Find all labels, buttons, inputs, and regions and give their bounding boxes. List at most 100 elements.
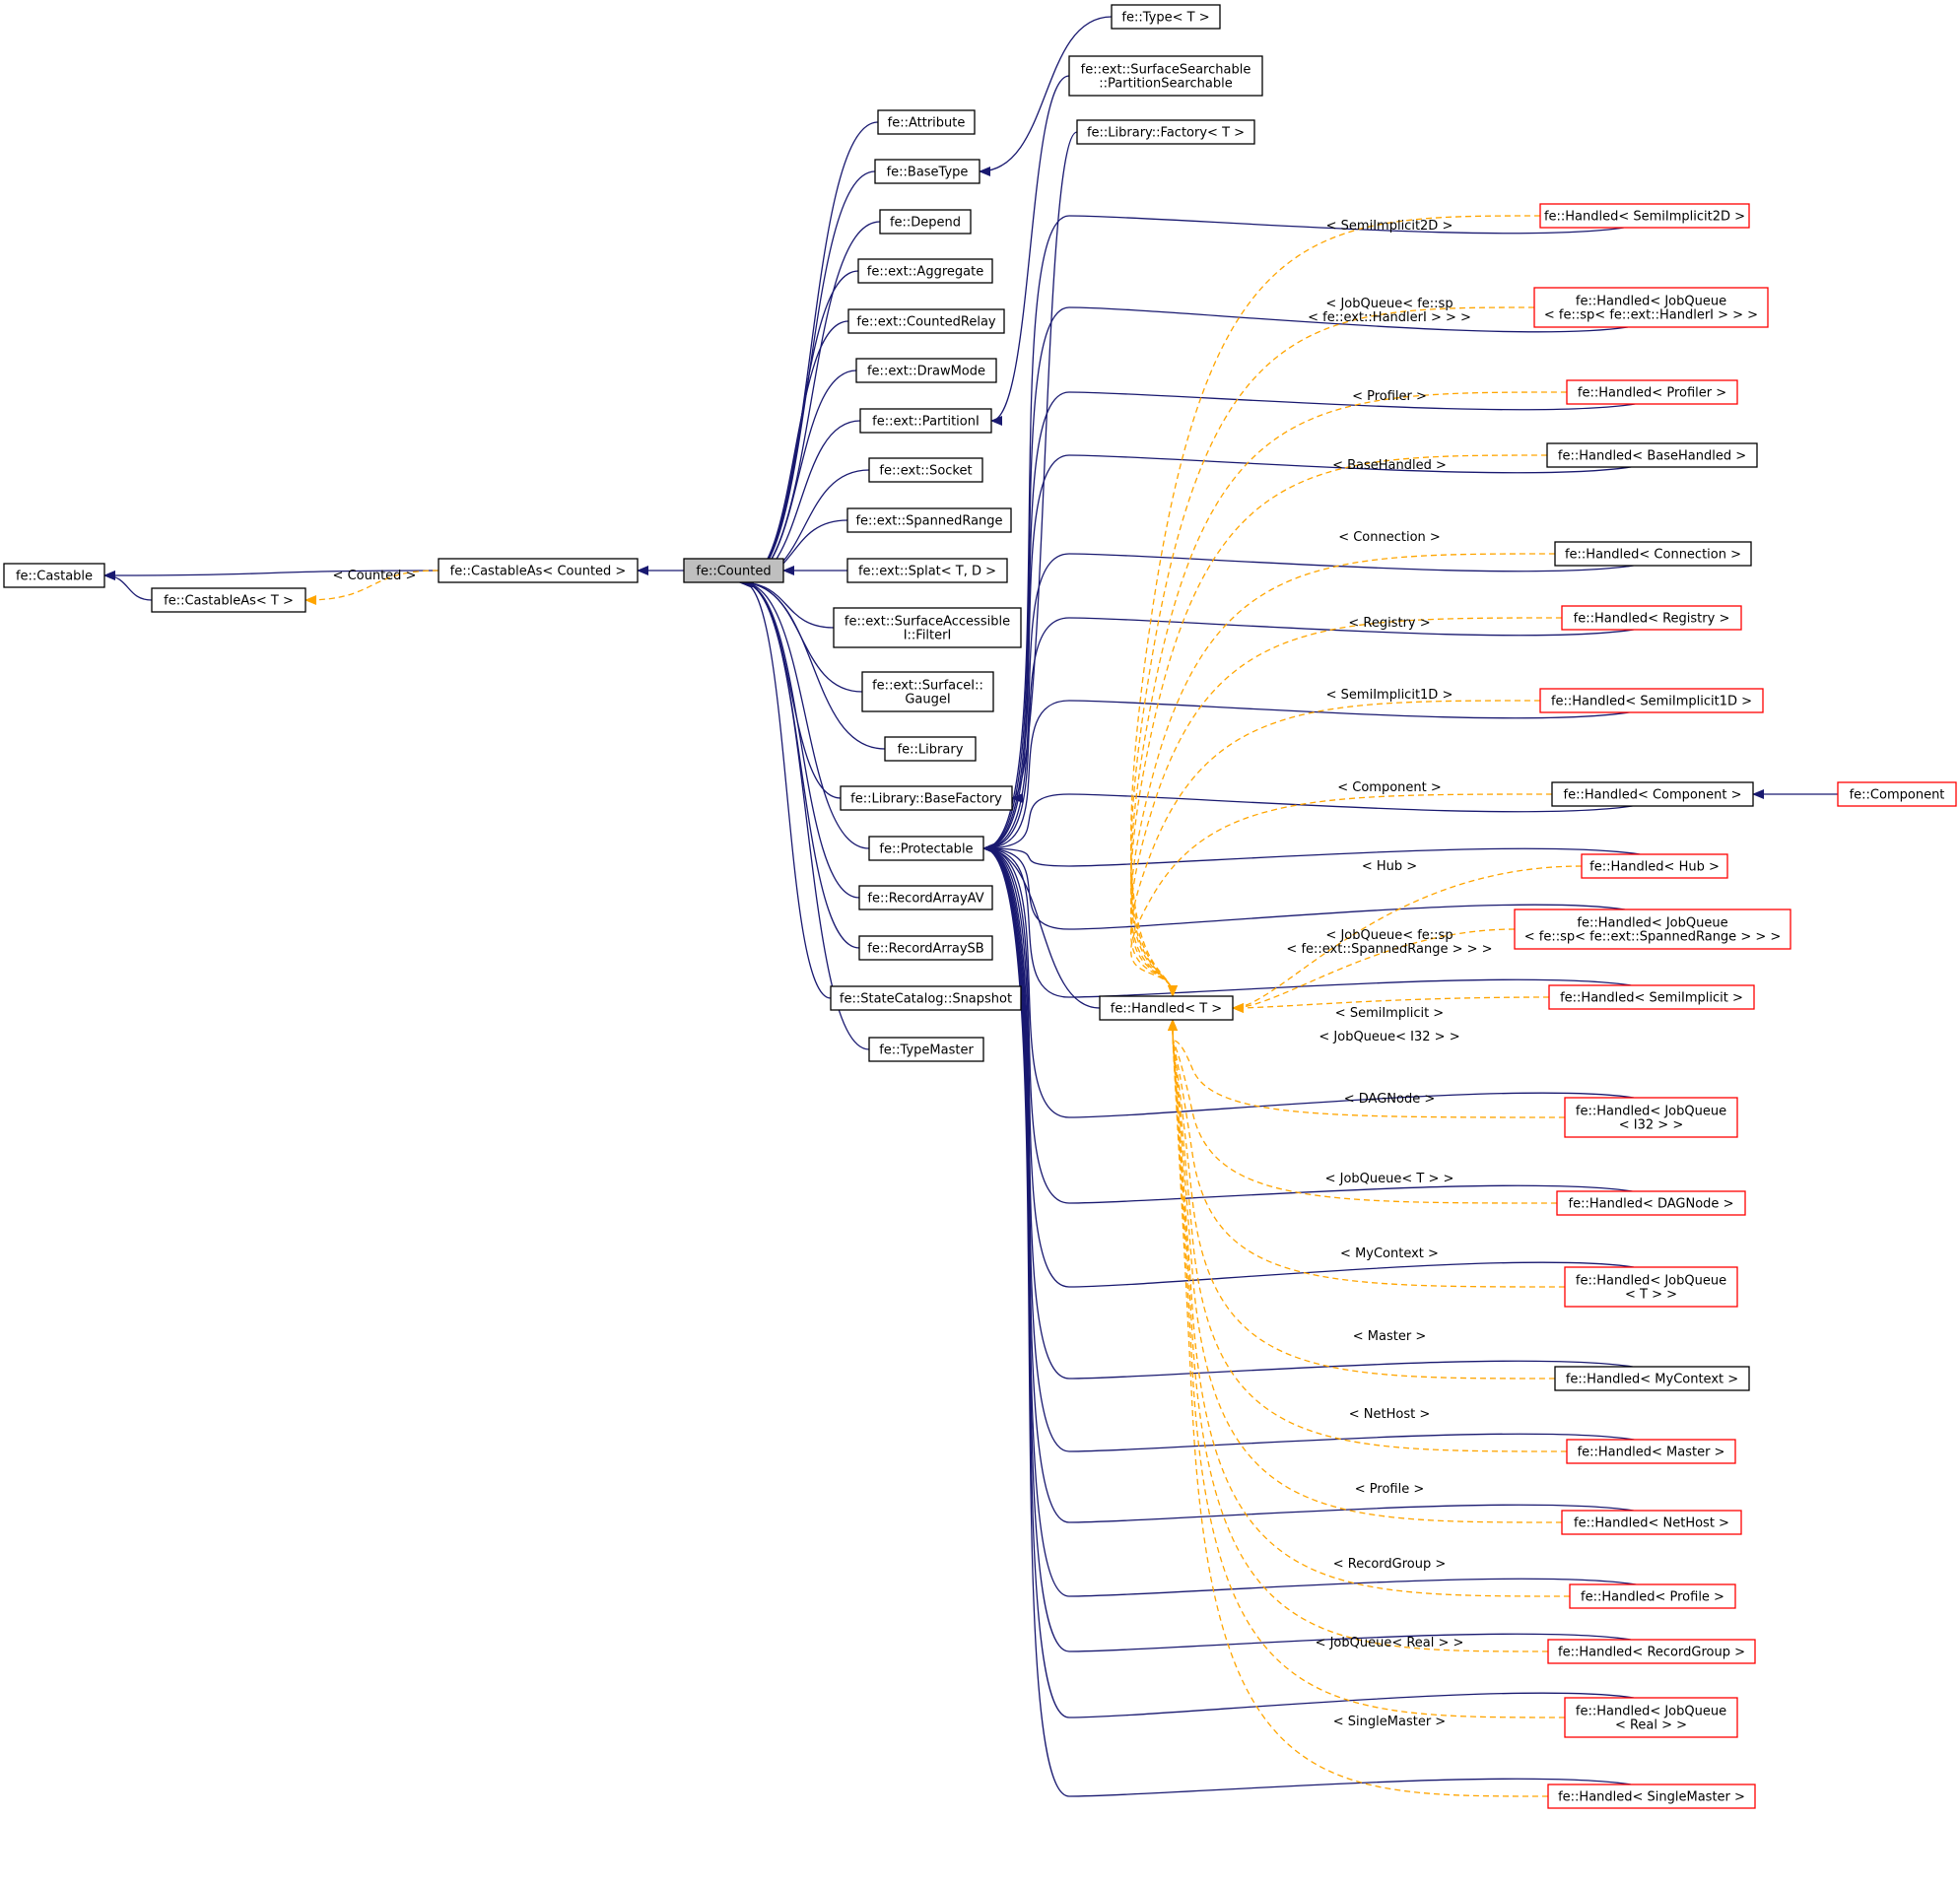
class-node-box	[858, 885, 993, 910]
class-node-label: GaugeI	[905, 693, 950, 707]
edge-h-my-context-instantiates-handled-t	[1168, 1019, 1556, 1380]
class-node-base-type[interactable]: fe::BaseType	[874, 159, 980, 184]
class-node-record-array-sb[interactable]: fe::RecordArraySB	[858, 935, 993, 961]
edge-surface-accessible-to-counted	[738, 577, 835, 629]
class-node-spanned-range[interactable]: fe::ext::SpannedRange	[846, 507, 1012, 533]
edge-label-dag-node: < DAGNode >	[1344, 1092, 1436, 1107]
edge-castable-as-t-to-castable	[103, 571, 153, 601]
class-node-record-array-av[interactable]: fe::RecordArrayAV	[858, 885, 993, 910]
class-node-splat[interactable]: fe::ext::Splat< T, D >	[846, 558, 1008, 583]
class-node-h-master[interactable]: fe::Handled< Master >	[1566, 1439, 1736, 1464]
class-node-label: fe::Handled< SemiImplicit2D >	[1544, 210, 1745, 225]
edge-h-master-to-protectable	[982, 843, 1635, 1452]
class-node-h-profile[interactable]: fe::Handled< Profile >	[1569, 1583, 1736, 1609]
class-node-label: fe::Handled< JobQueue	[1577, 916, 1727, 931]
class-node-type-t[interactable]: fe::Type< T >	[1111, 4, 1221, 30]
edge-label-record-group: < RecordGroup >	[1333, 1557, 1447, 1572]
class-node-library[interactable]: fe::Library	[884, 736, 977, 762]
class-node-h-connection[interactable]: fe::Handled< Connection >	[1554, 541, 1752, 567]
class-node-label: fe::CastableAs< T >	[164, 594, 294, 609]
class-node-castable-as-counted[interactable]: fe::CastableAs< Counted >	[438, 558, 639, 583]
class-node-castable[interactable]: fe::Castable	[3, 563, 105, 588]
class-node-label: fe::ext::SurfaceI::	[872, 679, 983, 694]
class-node-h-single-master[interactable]: fe::Handled< SingleMaster >	[1547, 1784, 1756, 1809]
class-node-h-profiler[interactable]: fe::Handled< Profiler >	[1566, 379, 1738, 405]
class-node-h-registry[interactable]: fe::Handled< Registry >	[1561, 605, 1742, 631]
class-node-h-record-group[interactable]: fe::Handled< RecordGroup >	[1547, 1639, 1756, 1664]
class-node-label: fe::Type< T >	[1121, 11, 1209, 26]
edge-h-dagnode-instantiates-handled-t	[1168, 1019, 1558, 1204]
class-node-protectable[interactable]: fe::Protectable	[868, 836, 984, 861]
class-node-handled-t[interactable]: fe::Handled< T >	[1099, 995, 1234, 1021]
class-node-counted: fe::Counted	[683, 558, 784, 583]
class-node-label: fe::Handled< SemiImplicit1D >	[1551, 695, 1752, 709]
edge-label-my-context: < MyContext >	[1340, 1246, 1439, 1261]
class-node-h-semi-implicit2-d[interactable]: fe::Handled< SemiImplicit2D >	[1539, 203, 1750, 229]
edge-snapshot-to-counted	[741, 577, 832, 999]
class-node-type-master[interactable]: fe::TypeMaster	[868, 1037, 984, 1062]
class-node-box	[855, 358, 997, 383]
class-node-label: fe::Component	[1850, 788, 1945, 803]
class-node-h-job-queue-t[interactable]: fe::Handled< JobQueue< T > >	[1564, 1266, 1738, 1308]
edge-h-job-queue-spanned-instantiates-handled-t	[1232, 928, 1516, 1013]
class-node-aggregate[interactable]: fe::ext::Aggregate	[857, 258, 993, 284]
class-node-surface-gauge[interactable]: fe::ext::SurfaceI::GaugeI	[861, 671, 994, 712]
class-node-h-component[interactable]: fe::Handled< Component >	[1551, 781, 1754, 807]
class-node-partition-searchable[interactable]: fe::ext::SurfaceSearchable::PartitionSea…	[1068, 55, 1263, 97]
class-node-box	[1539, 203, 1750, 229]
class-node-counted-relay[interactable]: fe::ext::CountedRelay	[847, 308, 1005, 334]
edge-h-semi-implicit-instantiates-handled-t	[1232, 996, 1550, 1013]
class-node-h-semi-implicit1-d[interactable]: fe::Handled< SemiImplicit1D >	[1539, 688, 1764, 713]
class-node-box	[1561, 1510, 1742, 1535]
edge-type-master-to-counted	[742, 577, 870, 1050]
class-node-box	[1566, 1439, 1736, 1464]
class-node-label: fe::Handled< JobQueue	[1576, 1105, 1726, 1119]
edge-h-registry-to-protectable	[982, 617, 1634, 853]
class-node-box	[1564, 1266, 1738, 1308]
edge-label-job-queue-t: < JobQueue< T > >	[1325, 1172, 1454, 1186]
class-node-base-factory[interactable]: fe::Library::BaseFactory	[840, 785, 1013, 811]
class-node-snapshot[interactable]: fe::StateCatalog::Snapshot	[830, 985, 1022, 1011]
class-node-castable-as-t[interactable]: fe::CastableAs< T >	[151, 587, 306, 613]
class-node-h-net-host[interactable]: fe::Handled< NetHost >	[1561, 1510, 1742, 1535]
class-node-box	[683, 558, 784, 583]
class-node-label: fe::ext::DrawMode	[867, 365, 985, 379]
class-node-depend[interactable]: fe::Depend	[879, 209, 972, 235]
class-node-label: fe::Handled< BaseHandled >	[1558, 449, 1746, 464]
class-node-attribute[interactable]: fe::Attribute	[877, 109, 976, 135]
edge-h-record-group-to-protectable	[982, 843, 1632, 1652]
class-node-box	[1547, 1639, 1756, 1664]
class-node-box	[1569, 1583, 1736, 1609]
class-node-component[interactable]: fe::Component	[1837, 781, 1957, 807]
edge-h-master-instantiates-handled-t	[1168, 1019, 1568, 1452]
edge-label-job-queue-spanned-line-2: < fe::ext::SpannedRange > > >	[1286, 942, 1492, 957]
edge-h-job-queue-spanned-to-protectable	[982, 843, 1626, 930]
class-node-label: fe::Handled< DAGNode >	[1569, 1197, 1734, 1212]
class-node-h-job-queue-real[interactable]: fe::Handled< JobQueue< Real > >	[1564, 1697, 1738, 1738]
edge-h-semi-implicit2-d-to-protectable	[982, 215, 1624, 853]
class-node-label: fe::ext::CountedRelay	[856, 315, 996, 330]
edge-label-connection: < Connection >	[1338, 530, 1441, 545]
edge-h-dagnode-to-protectable	[982, 843, 1633, 1204]
class-node-h-job-queue-i32[interactable]: fe::Handled< JobQueue< I32 > >	[1564, 1097, 1738, 1138]
class-node-h-semi-implicit[interactable]: fe::Handled< SemiImplicit >	[1548, 984, 1755, 1010]
class-node-h-base-handled[interactable]: fe::Handled< BaseHandled >	[1546, 442, 1758, 468]
class-node-h-dagnode[interactable]: fe::Handled< DAGNode >	[1556, 1190, 1746, 1216]
class-node-factory-t[interactable]: fe::Library::Factory< T >	[1076, 119, 1255, 145]
edge-h-profiler-instantiates-handled-t	[1130, 391, 1568, 997]
class-node-box	[830, 985, 1022, 1011]
class-node-socket[interactable]: fe::ext::Socket	[868, 457, 983, 483]
class-node-h-my-context[interactable]: fe::Handled< MyContext >	[1554, 1366, 1750, 1391]
class-node-h-hub[interactable]: fe::Handled< Hub >	[1581, 853, 1728, 879]
class-node-draw-mode[interactable]: fe::ext::DrawMode	[855, 358, 997, 383]
class-node-label: fe::Handled< MyContext >	[1566, 1373, 1738, 1387]
class-node-h-job-queue-handler-i[interactable]: fe::Handled< JobQueue< fe::sp< fe::ext::…	[1533, 287, 1769, 328]
class-node-label: fe::ext::SurfaceAccessible	[845, 615, 1010, 630]
edge-h-profile-to-protectable	[982, 843, 1637, 1597]
class-node-box	[1068, 55, 1263, 97]
edge-label-semi-implicit2-d: < SemiImplicit2D >	[1326, 219, 1453, 234]
class-node-h-job-queue-spanned[interactable]: fe::Handled< JobQueue< fe::sp< fe::ext::…	[1514, 909, 1791, 950]
class-node-partition-i[interactable]: fe::ext::PartitionI	[859, 408, 992, 434]
